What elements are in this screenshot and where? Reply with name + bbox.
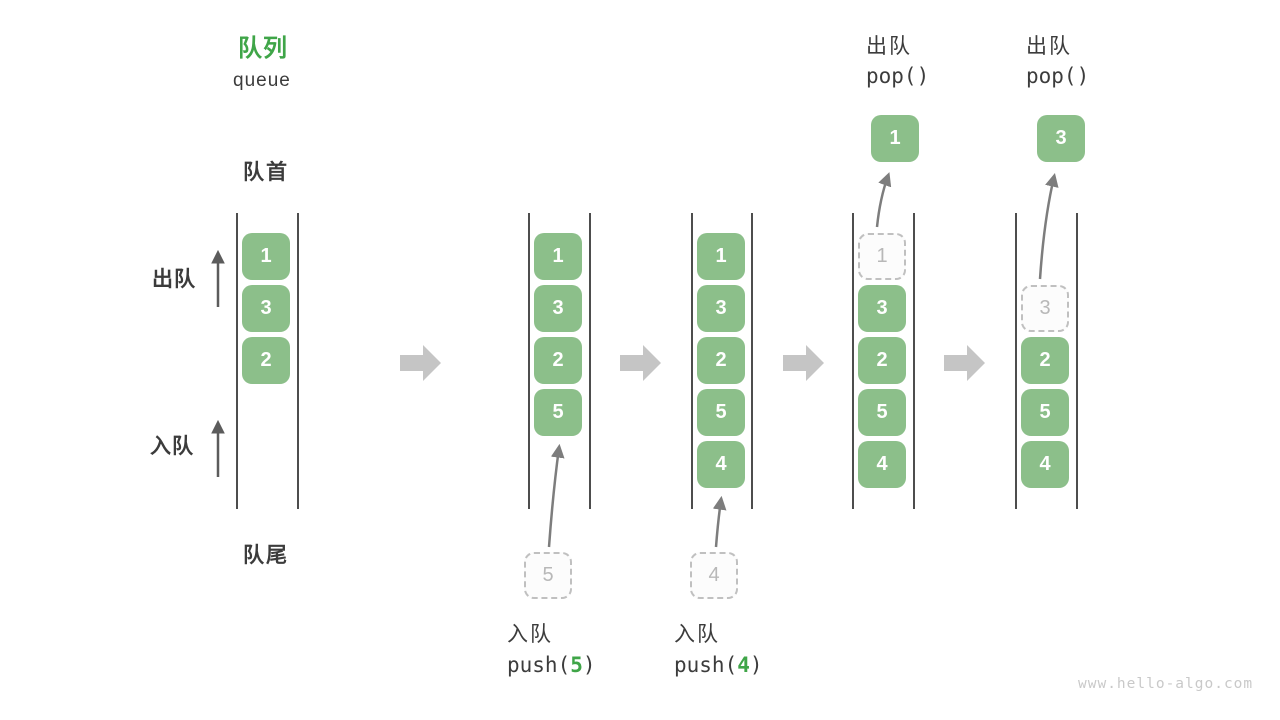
queue-rail bbox=[1076, 213, 1078, 509]
page-title: 队列 bbox=[238, 35, 288, 62]
queue-rail bbox=[1015, 213, 1017, 509]
op-label: 出队 bbox=[1026, 35, 1072, 58]
queue-cell: 4 bbox=[1021, 441, 1069, 488]
op-close: ) bbox=[582, 653, 596, 677]
op-code: push(5) bbox=[507, 653, 596, 677]
push-4-arrow-icon bbox=[712, 495, 727, 548]
queue-cell: 3 bbox=[697, 285, 745, 332]
pop-3-arrow-icon bbox=[1038, 172, 1059, 280]
queue-front-label: 队首 bbox=[243, 161, 289, 184]
queue-cell: 5 bbox=[697, 389, 745, 436]
queue-cell: 2 bbox=[534, 337, 582, 384]
queue-rail bbox=[528, 213, 530, 509]
step-arrow-icon bbox=[620, 345, 661, 381]
pop-1-arrow-icon bbox=[875, 172, 892, 228]
ghost-cell: 3 bbox=[1021, 285, 1069, 332]
step-arrow-icon bbox=[400, 345, 441, 381]
op-arg: 5 bbox=[570, 653, 583, 677]
queue-cell: 1 bbox=[697, 233, 745, 280]
queue-cell: 1 bbox=[242, 233, 290, 280]
ghost-cell: 1 bbox=[858, 233, 906, 280]
queue-rear-label: 队尾 bbox=[243, 544, 289, 567]
queue-cell: 4 bbox=[858, 441, 906, 488]
queue-rail bbox=[297, 213, 299, 509]
queue-rail bbox=[691, 213, 693, 509]
op-code: pop() bbox=[866, 64, 930, 88]
queue-cell: 5 bbox=[534, 389, 582, 436]
push-5-arrow-icon bbox=[547, 443, 565, 548]
step-arrow-icon bbox=[783, 345, 824, 381]
watermark: www.hello-algo.com bbox=[1078, 676, 1254, 692]
queue-cell: 2 bbox=[697, 337, 745, 384]
popped-cell: 1 bbox=[871, 115, 919, 162]
op-label: 入队 bbox=[507, 623, 553, 646]
queue-cell: 2 bbox=[242, 337, 290, 384]
op-fn: push( bbox=[507, 653, 571, 677]
op-label: 出队 bbox=[866, 35, 912, 58]
queue-rail bbox=[852, 213, 854, 509]
op-code: push(4) bbox=[674, 653, 763, 677]
queue-cell: 5 bbox=[1021, 389, 1069, 436]
dequeue-side-label: 出队 bbox=[152, 268, 196, 291]
queue-cell: 5 bbox=[858, 389, 906, 436]
page-subtitle: queue bbox=[233, 70, 291, 91]
queue-cell: 4 bbox=[697, 441, 745, 488]
step-arrow-icon bbox=[944, 345, 985, 381]
queue-cell: 3 bbox=[534, 285, 582, 332]
enqueue-side-label: 入队 bbox=[150, 435, 194, 458]
op-fn: push( bbox=[674, 653, 738, 677]
pending-cell: 4 bbox=[690, 552, 738, 599]
pending-cell: 5 bbox=[524, 552, 572, 599]
queue-cell: 2 bbox=[858, 337, 906, 384]
queue-cell: 2 bbox=[1021, 337, 1069, 384]
popped-cell: 3 bbox=[1037, 115, 1085, 162]
op-code: pop() bbox=[1026, 64, 1090, 88]
queue-cell: 3 bbox=[242, 285, 290, 332]
op-close: ) bbox=[749, 653, 763, 677]
queue-rail bbox=[913, 213, 915, 509]
op-arg: 4 bbox=[737, 653, 750, 677]
queue-rail bbox=[236, 213, 238, 509]
queue-cell: 3 bbox=[858, 285, 906, 332]
queue-rail bbox=[751, 213, 753, 509]
op-label: 入队 bbox=[674, 623, 720, 646]
queue-cell: 1 bbox=[534, 233, 582, 280]
queue-rail bbox=[589, 213, 591, 509]
